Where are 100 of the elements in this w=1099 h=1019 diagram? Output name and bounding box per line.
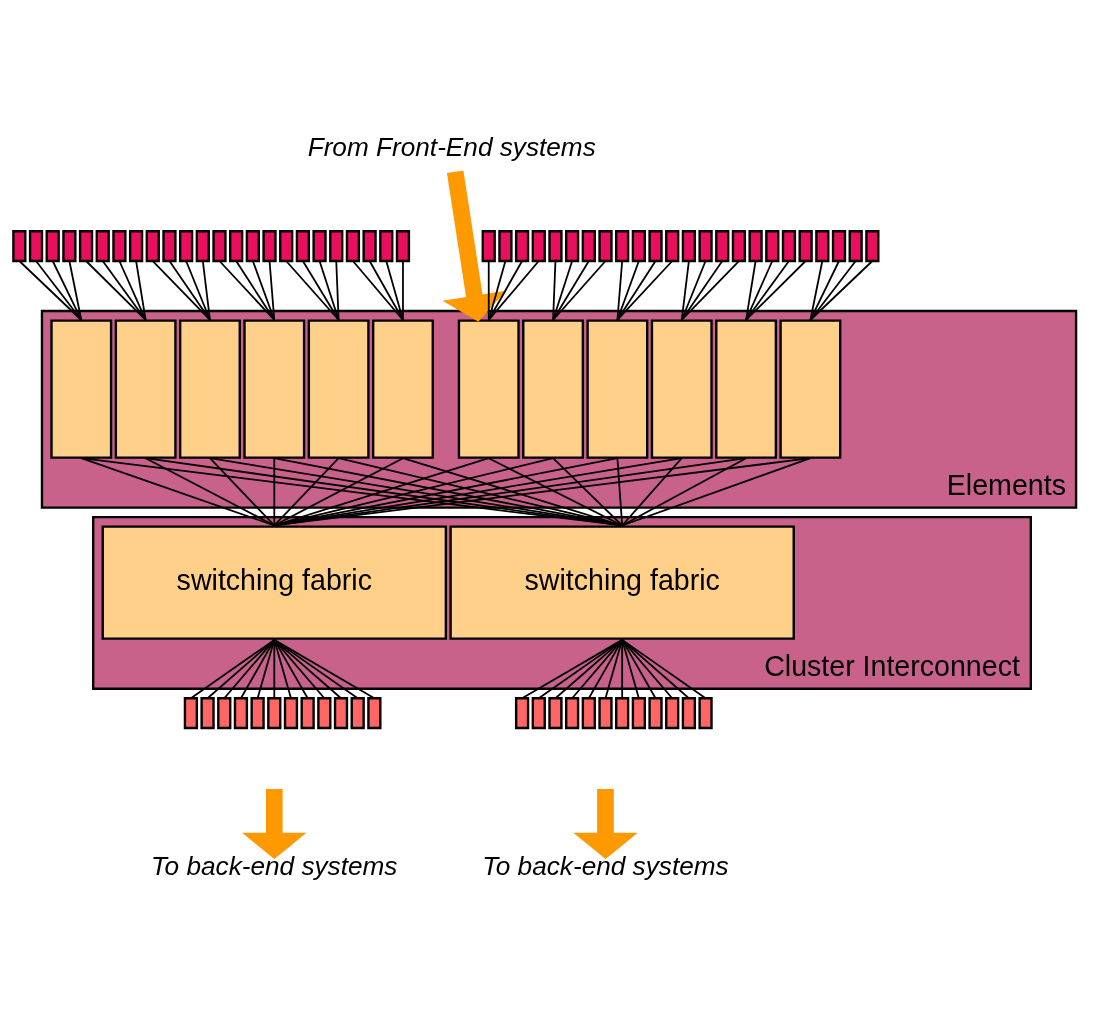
- connector: [487, 259, 523, 321]
- connector: [680, 259, 724, 321]
- connector: [552, 259, 590, 321]
- arrow: [442, 170, 507, 322]
- connector: [268, 259, 276, 321]
- node-box: [665, 229, 680, 262]
- connector: [318, 259, 340, 321]
- connector: [190, 638, 276, 699]
- node-box: [715, 318, 778, 459]
- connector: [135, 259, 147, 321]
- connector: [616, 456, 624, 526]
- node-box: [367, 696, 382, 729]
- connector: [680, 259, 707, 321]
- connector: [273, 456, 554, 526]
- node-box: [28, 229, 44, 262]
- connector: [302, 259, 340, 321]
- connector: [487, 259, 490, 321]
- connector: [809, 259, 874, 321]
- connector: [118, 259, 147, 321]
- node-box: [615, 696, 630, 729]
- connector: [206, 638, 276, 699]
- connector: [368, 259, 404, 321]
- connector: [101, 259, 147, 321]
- node-box: [457, 318, 520, 459]
- connector: [68, 259, 83, 321]
- connector: [151, 259, 211, 321]
- node-box: [200, 696, 215, 729]
- connector: [85, 259, 147, 321]
- node-box: [379, 229, 394, 262]
- connector: [809, 259, 840, 321]
- connector: [235, 259, 276, 321]
- node-box: [531, 696, 546, 729]
- node-text: To back-end systems: [150, 850, 398, 881]
- connector: [273, 638, 359, 699]
- node-box: [581, 696, 596, 729]
- node-box: [345, 229, 361, 262]
- node-box: [312, 229, 327, 262]
- node-box: [631, 229, 646, 262]
- node-box: [145, 229, 160, 262]
- arrow: [242, 788, 307, 859]
- node-box: [481, 229, 496, 262]
- node-box: [565, 696, 580, 729]
- node-box: [350, 696, 365, 729]
- connector: [680, 259, 740, 321]
- node-box: [362, 229, 377, 262]
- node-box: [295, 229, 311, 262]
- node-box: [50, 318, 113, 459]
- connector: [273, 456, 340, 526]
- node-box: [698, 696, 713, 729]
- connector: [201, 259, 211, 321]
- connector: [621, 638, 707, 699]
- connector: [35, 259, 83, 321]
- node-box: [731, 229, 747, 262]
- node-box: [681, 696, 697, 729]
- node-box: [62, 229, 77, 262]
- connector: [352, 259, 404, 321]
- node-box: [183, 696, 199, 729]
- node-box: [372, 318, 434, 459]
- connector: [185, 259, 211, 321]
- node-box: [498, 229, 513, 262]
- connector: [18, 259, 83, 321]
- node-box: [798, 229, 813, 262]
- connector: [273, 456, 404, 526]
- arrow: [573, 788, 638, 859]
- connector: [745, 259, 790, 321]
- node-box: [648, 229, 663, 262]
- node-box: [45, 229, 60, 262]
- node-box: [615, 229, 630, 262]
- node-box: [581, 229, 596, 262]
- connector: [745, 259, 807, 321]
- node-box: [162, 229, 177, 262]
- connector: [616, 259, 657, 321]
- node-box: [78, 229, 94, 262]
- connector: [168, 259, 211, 321]
- connector: [273, 456, 490, 526]
- node-box: [95, 229, 110, 262]
- connector: [402, 456, 624, 526]
- node-box: [548, 696, 563, 729]
- connector: [337, 456, 624, 526]
- connector: [487, 259, 540, 321]
- node-box: [848, 229, 863, 262]
- connector: [51, 259, 83, 321]
- node-box: switching fabric: [449, 525, 795, 640]
- node-box: [12, 229, 27, 262]
- connector: [621, 456, 812, 526]
- node-box: [128, 229, 144, 262]
- node-box: [243, 318, 306, 459]
- connector: [552, 259, 557, 321]
- node-box: [267, 696, 282, 729]
- node-box: [212, 229, 227, 262]
- connector: [552, 259, 574, 321]
- node-box: [748, 229, 763, 262]
- node-box: [114, 318, 177, 459]
- node-box: [245, 229, 260, 262]
- connector: [273, 456, 276, 526]
- connector: [621, 638, 674, 699]
- node-box: [250, 696, 265, 729]
- node-box: [233, 696, 249, 729]
- node-box: [395, 229, 411, 262]
- node-box: [831, 229, 847, 262]
